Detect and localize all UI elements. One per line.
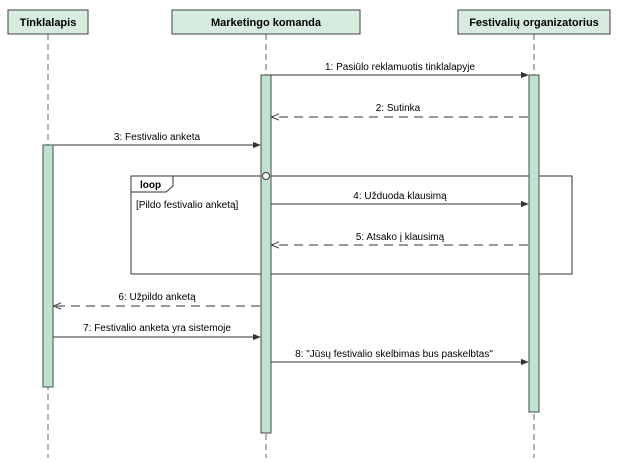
- message-4-label: 4: Užduoda klausimą: [353, 191, 447, 202]
- activation-tinklalapis: [42, 144, 54, 388]
- message-2[interactable]: 2: Sutinka: [272, 103, 528, 117]
- loop-tab: [130, 175, 174, 193]
- loop-fragment[interactable]: loop [Pildo festivalio anketą]: [130, 175, 573, 275]
- message-8-label: 8: "Jūsų festivalio skelbimas bus paskel…: [295, 349, 493, 360]
- message-2-label: 2: Sutinka: [376, 103, 421, 114]
- message-5-label: 5: Atsako į klausimą: [356, 232, 445, 243]
- loop-operator-label: loop: [140, 180, 161, 191]
- message-6[interactable]: 6: Užpildo anketą: [54, 292, 260, 306]
- lifeline-title-marketingo-komanda: Marketingo komanda: [211, 17, 322, 29]
- message-1[interactable]: 1: Pasiūlo reklamuotis tinklalapyje: [271, 62, 529, 79]
- message-5[interactable]: 5: Atsako į klausimą: [272, 232, 528, 245]
- message-8[interactable]: 8: "Jūsų festivalio skelbimas bus paskel…: [271, 349, 529, 366]
- lifeline-title-tinklalapis: Tinklalapis: [20, 17, 77, 29]
- message-1-label: 1: Pasiūlo reklamuotis tinklalapyje: [325, 62, 476, 73]
- lifeline-head-marketingo-komanda[interactable]: Marketingo komanda: [171, 9, 361, 35]
- lifeline-head-tinklalapis[interactable]: Tinklalapis: [7, 9, 89, 35]
- message-7-label: 7: Festivalio anketa yra sistemoje: [83, 323, 231, 334]
- loop-entry-marker: [262, 172, 270, 180]
- activation-marketingo-komanda: [260, 74, 272, 434]
- message-6-label: 6: Užpildo anketą: [118, 292, 196, 303]
- message-3-label: 3: Festivalio anketa: [114, 132, 201, 143]
- loop-frame: [130, 175, 573, 275]
- message-7[interactable]: 7: Festivalio anketa yra sistemoje: [53, 323, 261, 341]
- message-3[interactable]: 3: Festivalio anketa: [53, 132, 261, 149]
- message-4[interactable]: 4: Užduoda klausimą: [271, 191, 529, 208]
- activation-festivaliu-organizatorius: [528, 74, 540, 413]
- lifeline-title-festivaliu-organizatorius: Festivalių organizatorius: [469, 17, 599, 29]
- loop-guard-label: [Pildo festivalio anketą]: [136, 200, 239, 211]
- lifeline-head-festivaliu-organizatorius[interactable]: Festivalių organizatorius: [457, 9, 611, 35]
